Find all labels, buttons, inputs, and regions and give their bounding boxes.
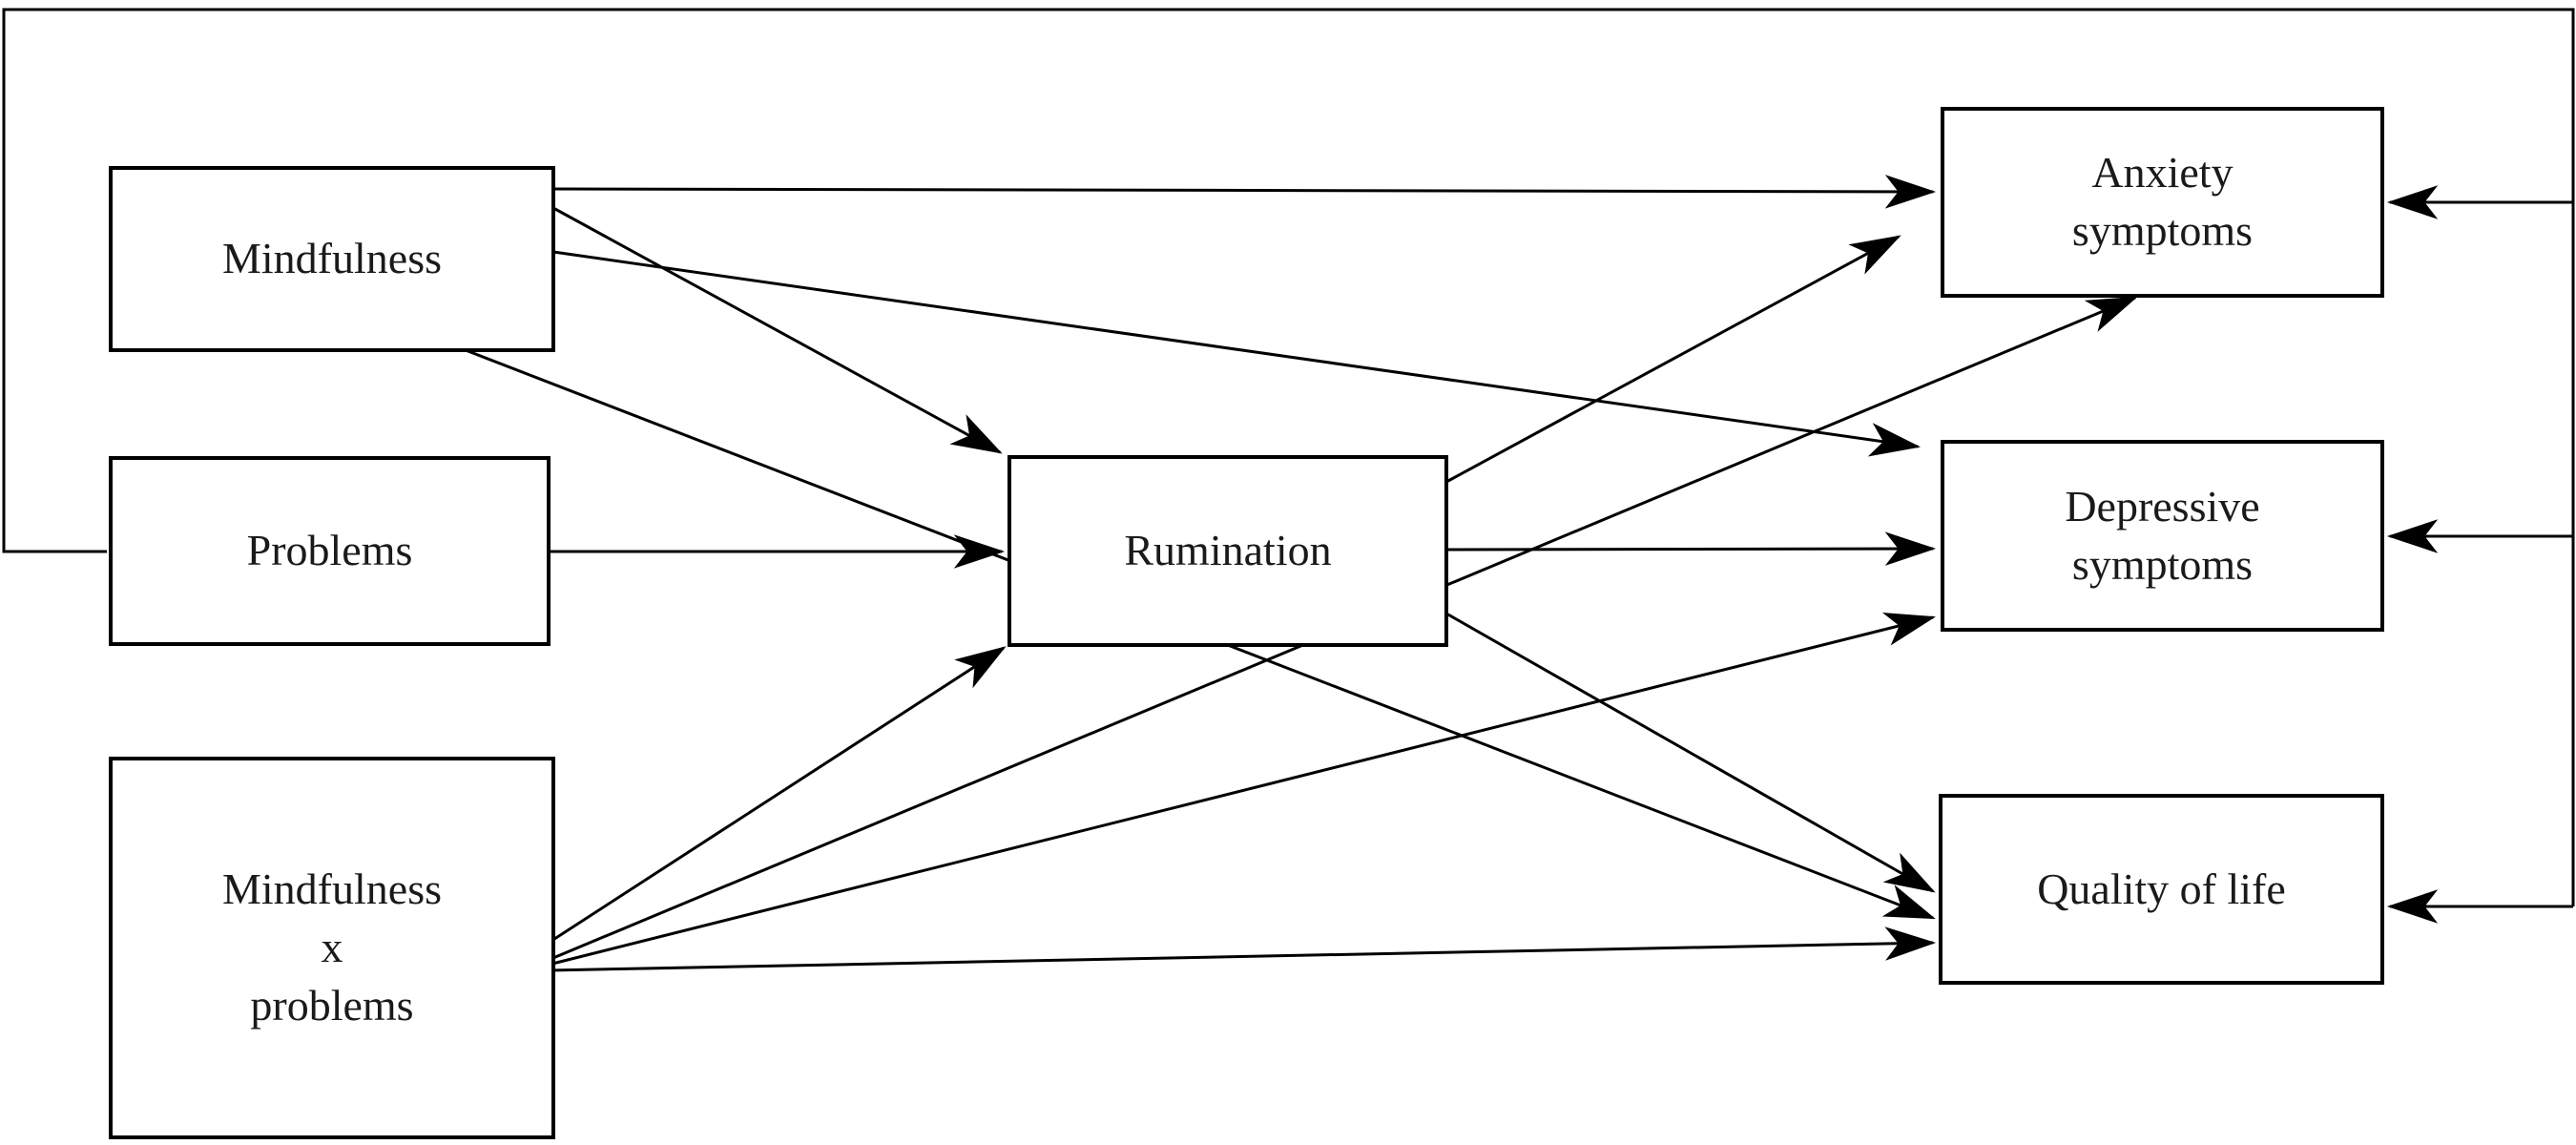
edge-mindfulness-to-rumination xyxy=(552,206,1003,454)
edge-mindfulness-to-anxiety xyxy=(552,175,1937,209)
edge-rumination-to-depressive xyxy=(1445,531,1937,566)
edge-mindfulness-to-depressive xyxy=(552,250,1922,457)
edge-interaction-to-depressive xyxy=(548,612,1937,967)
edge-interaction-to-quality-of-life xyxy=(548,926,1937,972)
edge-interaction-to-rumination xyxy=(548,646,1007,945)
edge-problems-border-route xyxy=(2,8,2575,906)
edge-rumination-to-anxiety xyxy=(1445,235,1901,484)
box-rumination xyxy=(1008,455,1448,647)
box-problems xyxy=(109,456,551,646)
boxes-layer xyxy=(109,107,2384,1139)
box-quality-of-life xyxy=(1939,794,2384,985)
box-mindfulness-x-problems xyxy=(109,757,555,1139)
box-anxiety-symptoms xyxy=(1941,107,2384,298)
box-depressive-symptoms xyxy=(1941,440,2384,632)
edge-rumination-to-quality-of-life xyxy=(1445,612,1936,893)
box-mindfulness xyxy=(109,166,555,352)
